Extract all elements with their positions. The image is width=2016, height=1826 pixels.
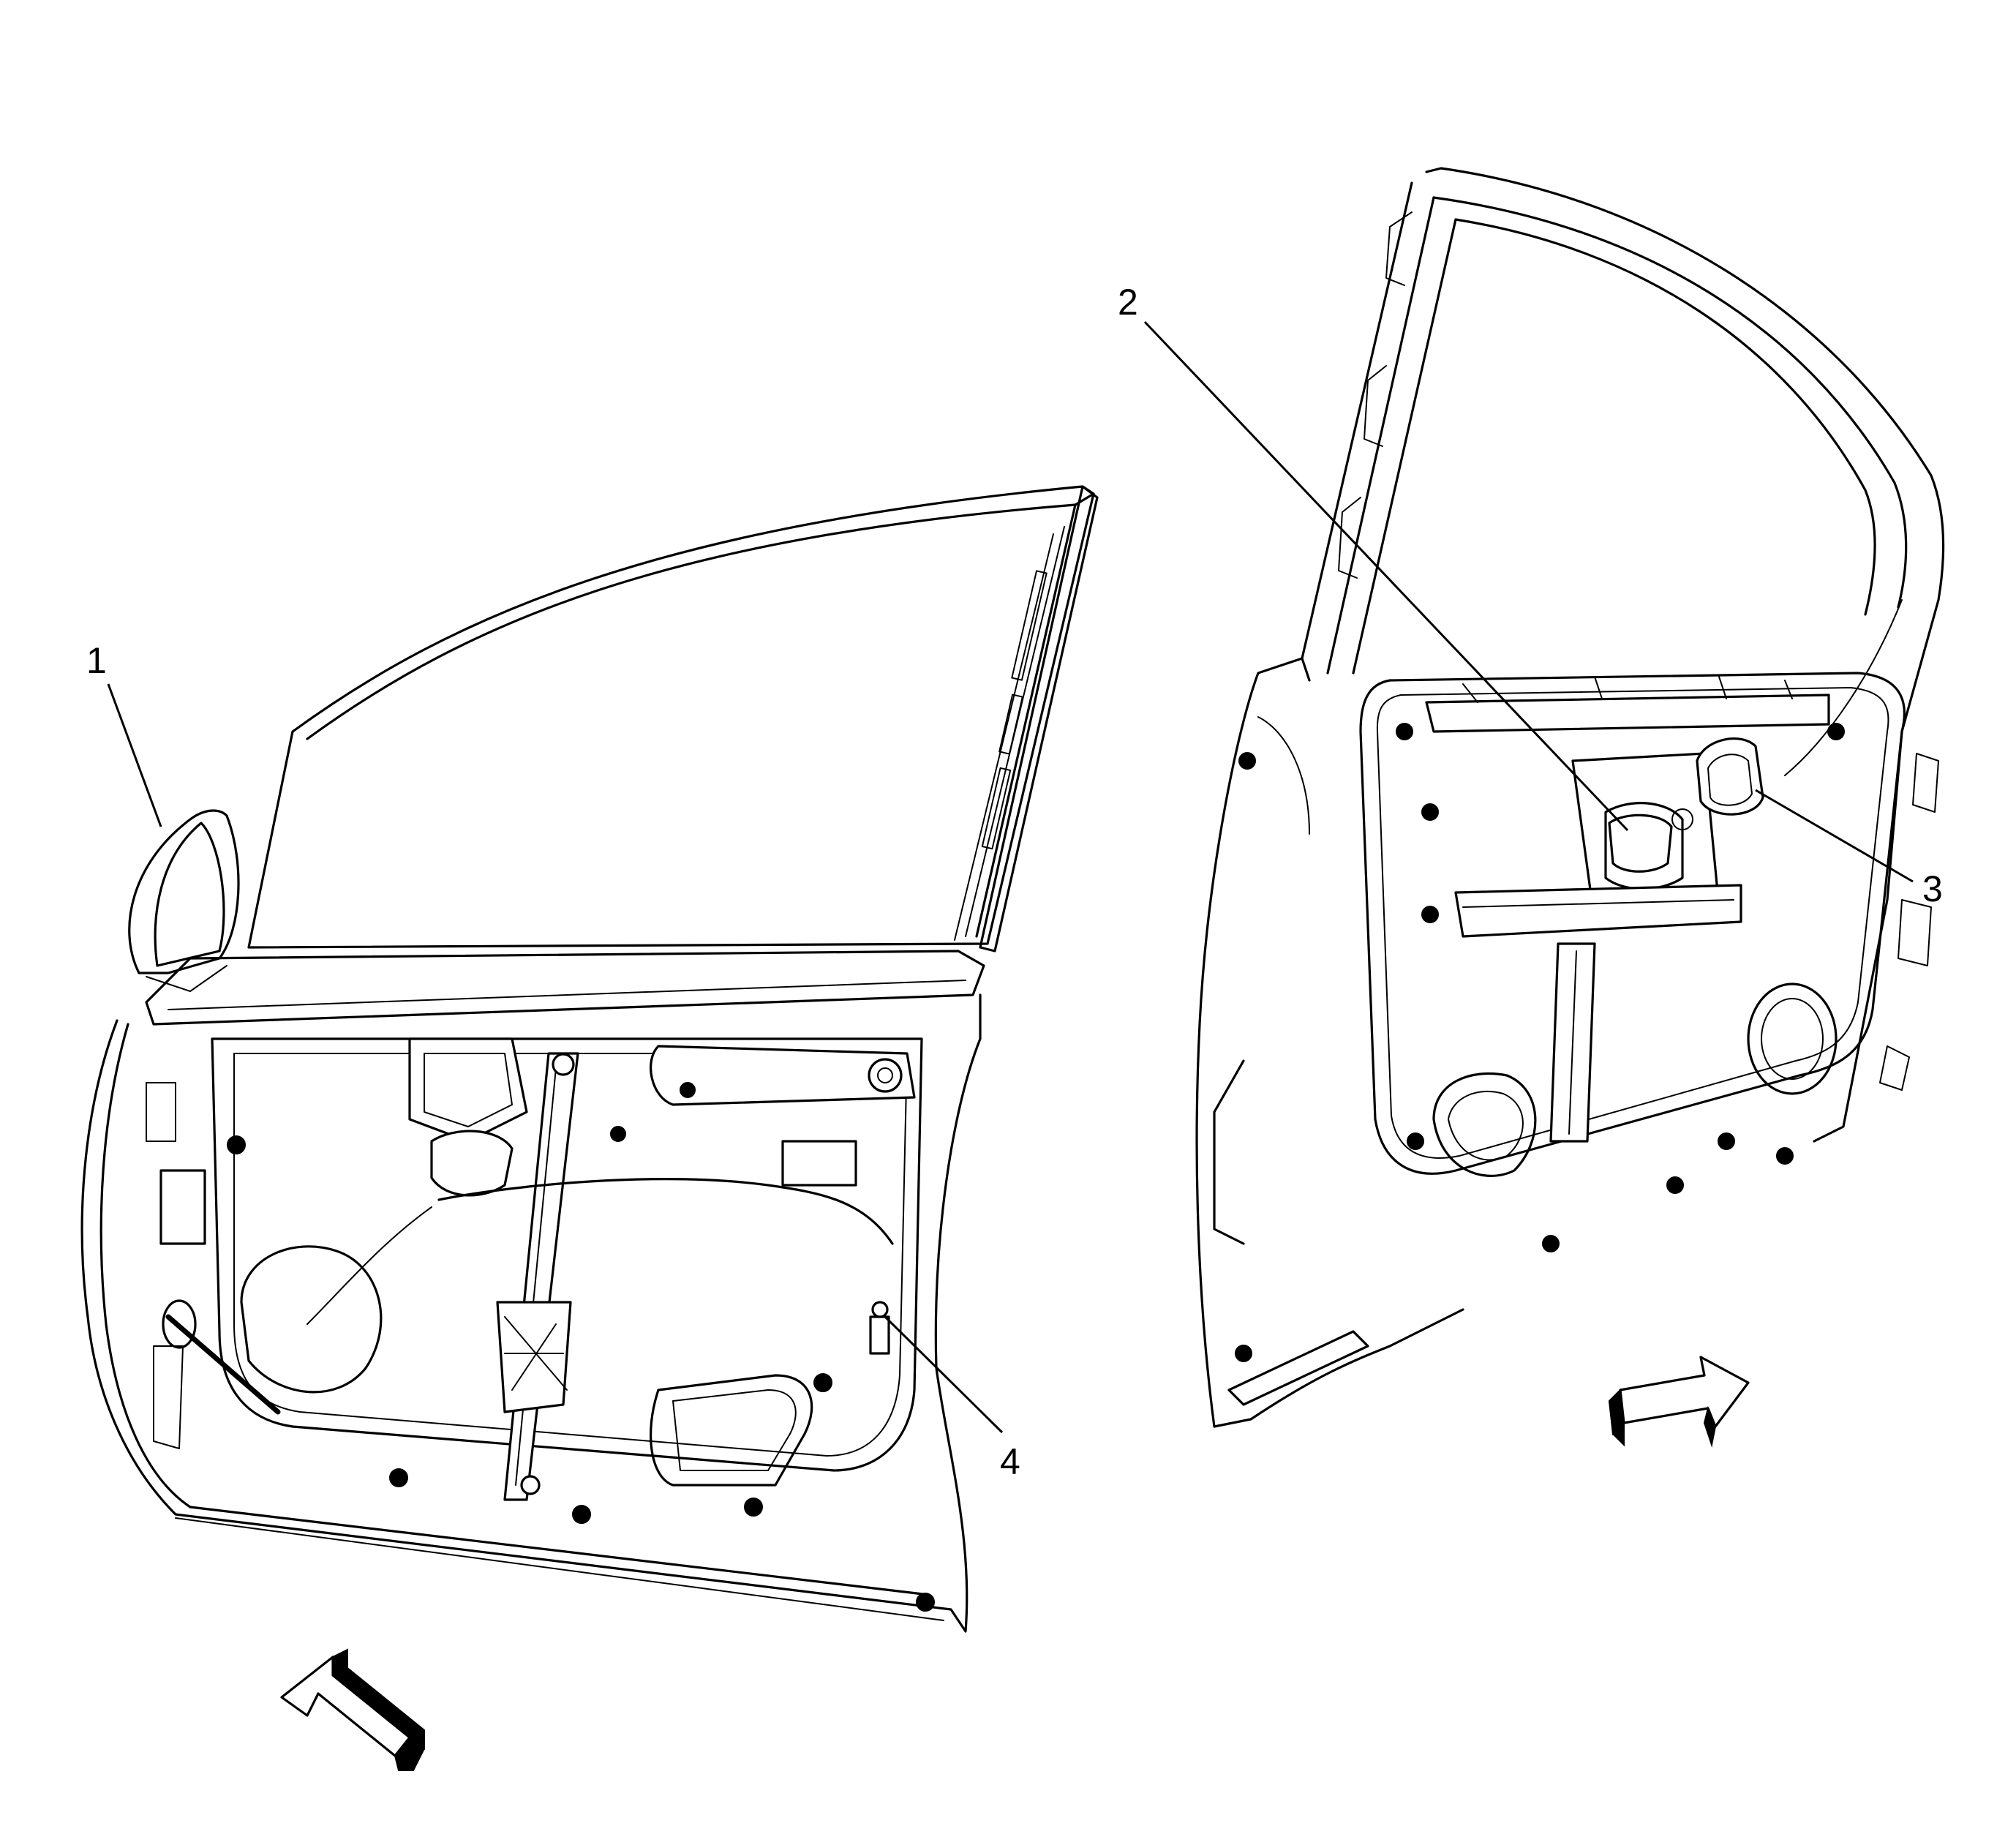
- window-regulator-bolt: [869, 1301, 890, 1355]
- panel-fasteners: [227, 1082, 935, 1612]
- window-glass: [247, 485, 1095, 949]
- door-outer-panel: [80, 993, 982, 1633]
- front-direction-arrow-left: [280, 1648, 426, 1771]
- front-door-outer-view: [80, 485, 1099, 1771]
- inner-panel-fasteners: [1235, 723, 1845, 1362]
- window-regulator: [496, 1052, 579, 1501]
- rear-frame-channel: [979, 485, 1099, 953]
- callout-1-label: 1: [86, 640, 107, 681]
- callout-4-label: 4: [1000, 1441, 1020, 1482]
- door-handle: [1696, 737, 1764, 816]
- belt-line: [145, 950, 985, 1026]
- outside-mirror: [128, 809, 240, 992]
- speaker-opening: [165, 1245, 383, 1415]
- inner-door-panel: [1359, 672, 1906, 1175]
- wiring-harness: [437, 1178, 894, 1245]
- callout-3-label: 3: [1922, 868, 1943, 909]
- callout-1: 1: [86, 640, 162, 827]
- callout-2-label: 2: [1118, 282, 1138, 323]
- callout-4: 4: [884, 1315, 1020, 1482]
- callout-2: 2: [1118, 282, 1629, 832]
- front-door-inner-view: [1195, 167, 1945, 1448]
- window-regulator-motor: [1571, 752, 1720, 923]
- inner-door-shell: [1195, 657, 1464, 1428]
- callout-3: 3: [1755, 789, 1943, 909]
- door-latch-module: [408, 1037, 528, 1143]
- inner-window-frame: [1425, 167, 1945, 1143]
- front-direction-arrow-right: [1608, 1356, 1750, 1448]
- window-frame-inner: [306, 503, 1077, 938]
- hinge-pillar-bracket: [159, 1169, 206, 1245]
- lower-access-hole: [650, 1374, 813, 1487]
- inner-panel-opening: [211, 1037, 923, 1472]
- outside-handle-bracket: [650, 1045, 916, 1106]
- inner-speaker-opening: [1747, 982, 1838, 1095]
